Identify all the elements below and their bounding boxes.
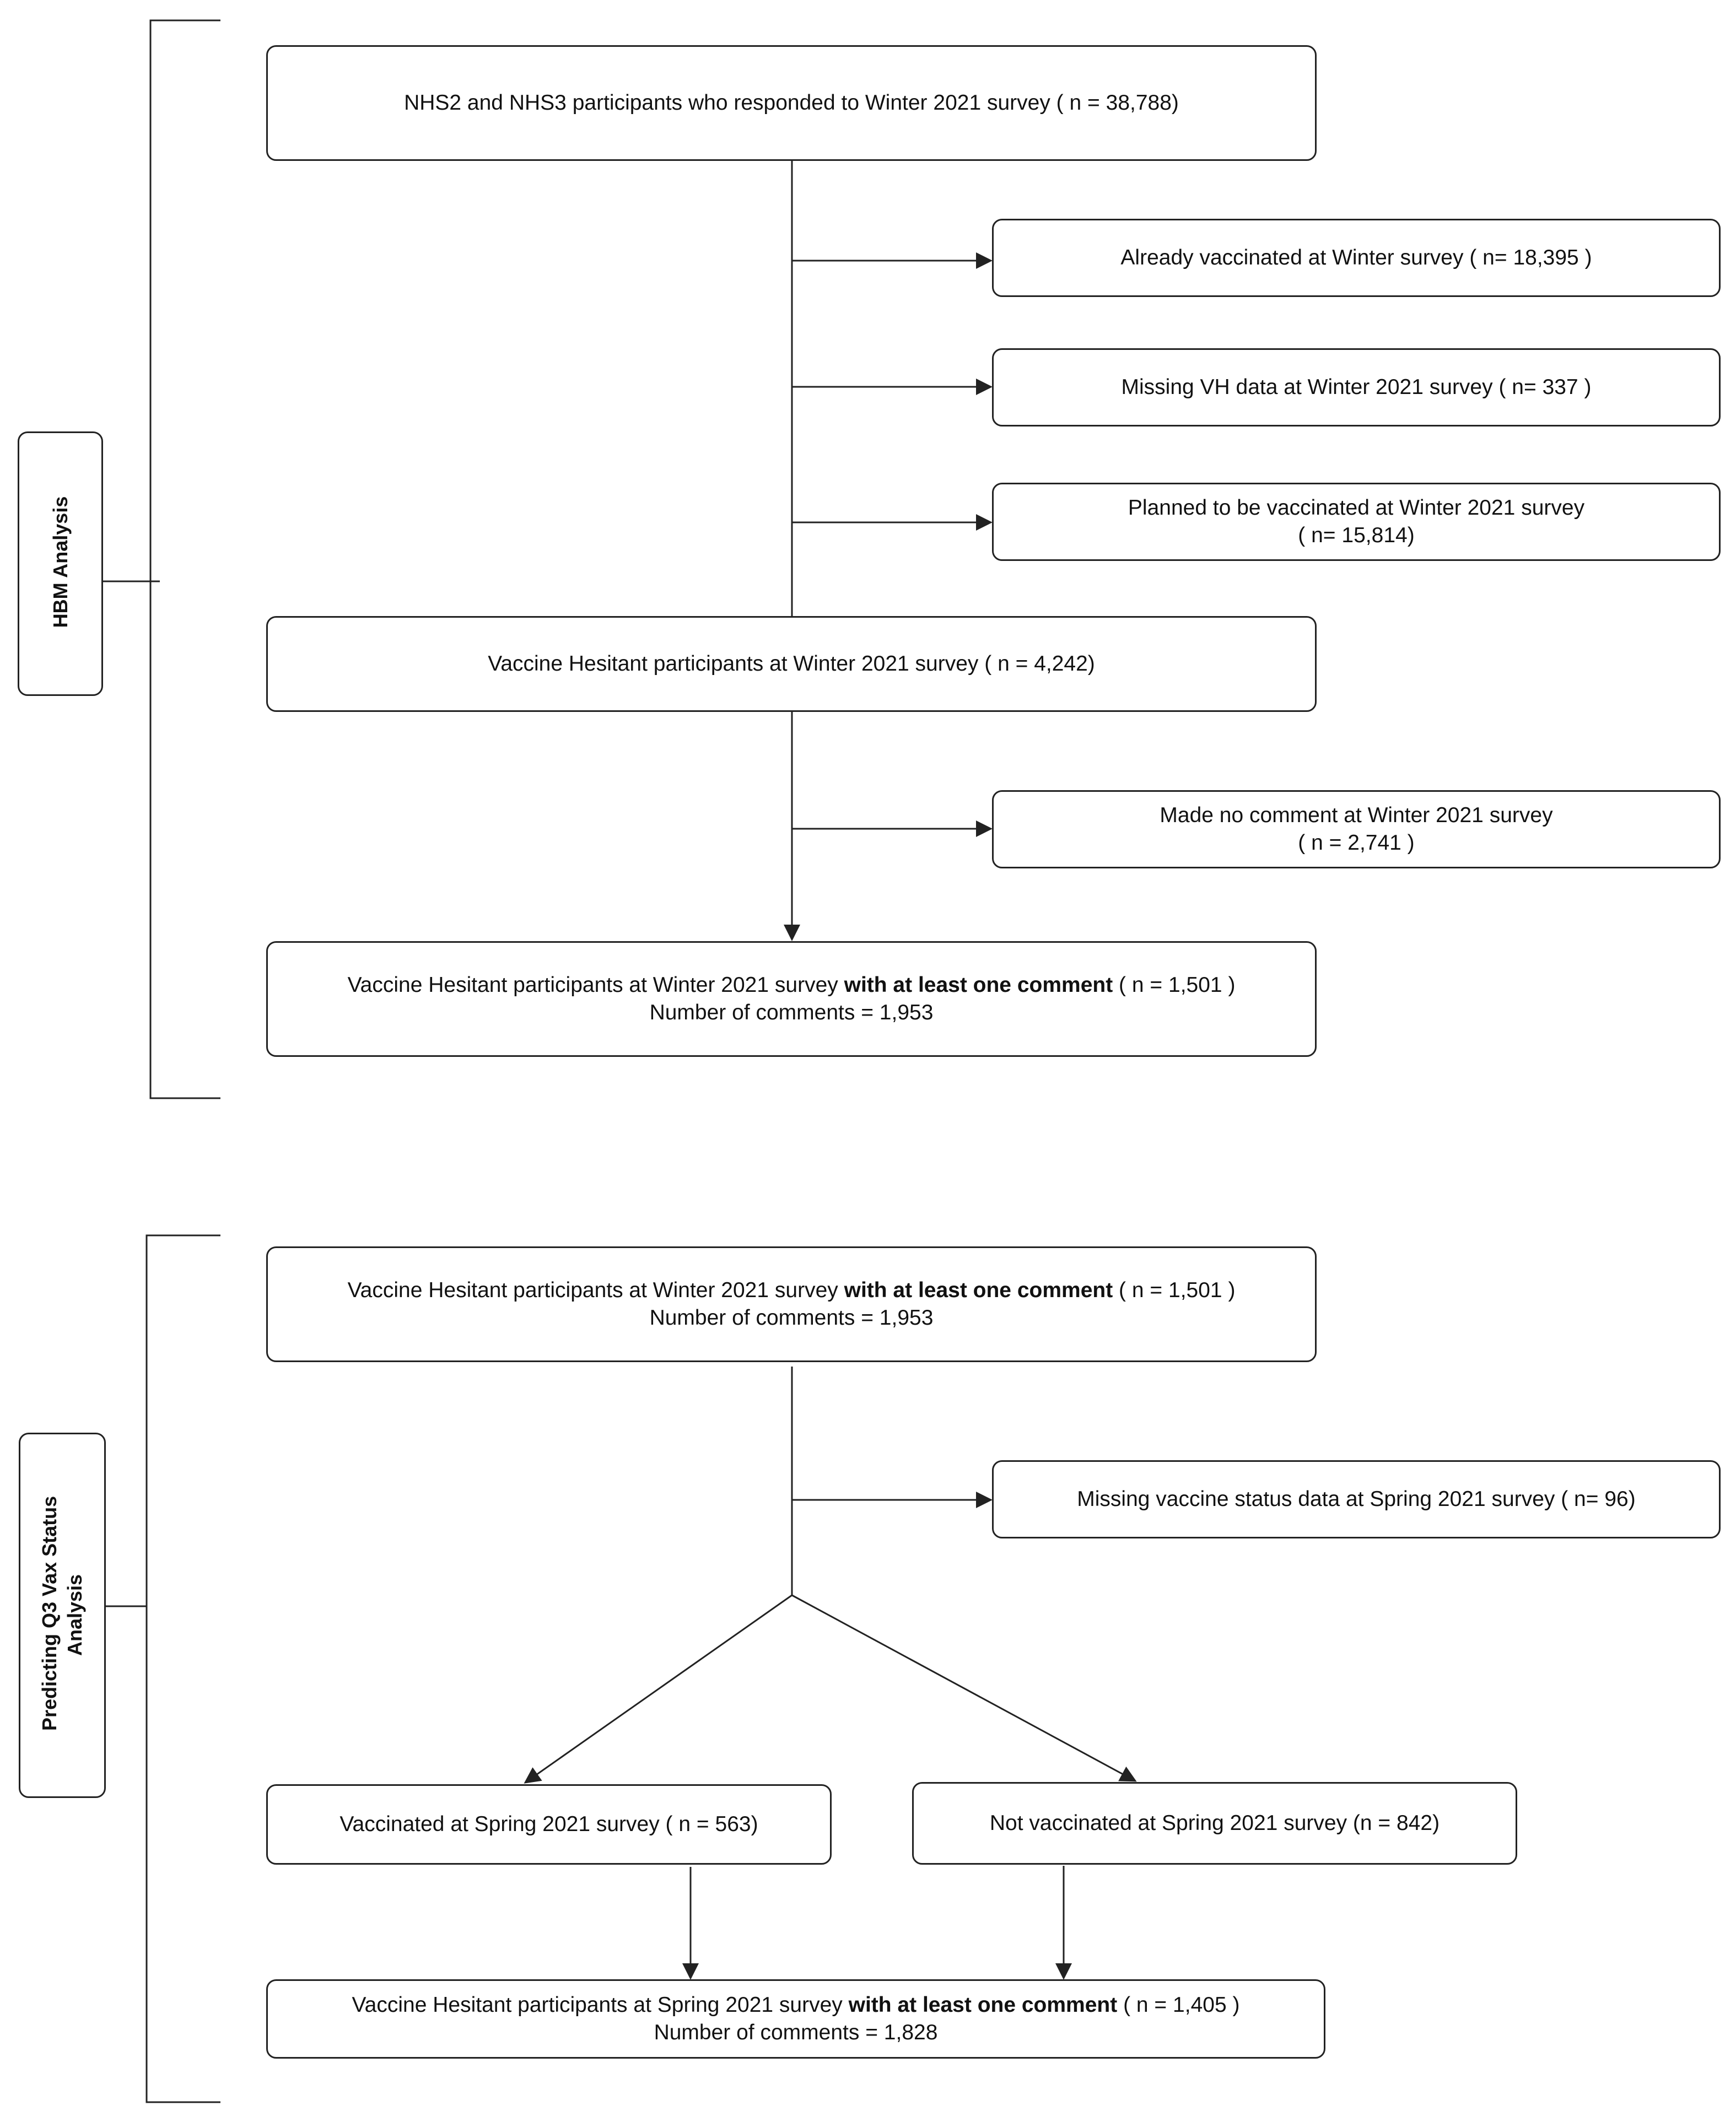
- hbm-analysis-label: HBM Analysis: [49, 496, 72, 628]
- q3-bracket: [145, 1234, 220, 2103]
- hbm-analysis-label-box: [18, 431, 103, 696]
- box-not-vaccinated-spring-text: Not vaccinated at Spring 2021 survey (n …: [989, 1811, 1440, 1835]
- q3-analysis-label-box: [19, 1433, 106, 1798]
- box-vh-with-comment-q3-line2: Number of comments = 1,953: [649, 1306, 934, 1330]
- box-vh-spring-with-comment: Vaccine Hesitant participants at Spring …: [266, 1979, 1325, 2059]
- hbm-bracket: [149, 19, 220, 1099]
- q3-analysis-label: Predicting Q3 Vax Status Analysis: [37, 1495, 88, 1731]
- box-planned-line1: Planned to be vaccinated at Winter 2021 …: [1128, 496, 1585, 520]
- box-missing-status-text: Missing vaccine status data at Spring 20…: [1077, 1487, 1636, 1511]
- box-vh-spring-with-comment-line1: Vaccine Hesitant participants at Spring …: [352, 1991, 1240, 2019]
- box-missing-vh: Missing VH data at Winter 2021 survey ( …: [992, 348, 1721, 426]
- vh-comment-post-q3: ( n = 1,501 ): [1113, 1278, 1236, 1302]
- q3-analysis-label-line2: Analysis: [63, 1574, 86, 1656]
- box-no-comment-line2: ( n = 2,741 ): [1298, 831, 1415, 855]
- spring-comment-bold: with at least one comment: [848, 1993, 1118, 2017]
- arrow-to-vaccinated: [524, 1594, 792, 1784]
- box-planned-line2: ( n= 15,814): [1298, 523, 1415, 547]
- arrow-to-not-vaccinated: [791, 1594, 1137, 1782]
- box-vh-with-comment-hbm-line1: Vaccine Hesitant participants at Winter …: [348, 971, 1236, 999]
- box-vh-with-comment-hbm-line2: Number of comments = 1,953: [649, 1001, 934, 1024]
- spring-comment-pre: Vaccine Hesitant participants at Spring …: [352, 1993, 849, 2017]
- box-vaccine-hesitant-winter: Vaccine Hesitant participants at Winter …: [266, 616, 1317, 712]
- box-already-vaccinated-text: Already vaccinated at Winter survey ( n=…: [1120, 246, 1592, 269]
- box-not-vaccinated-spring: Not vaccinated at Spring 2021 survey (n …: [912, 1782, 1517, 1865]
- box-missing-vh-text: Missing VH data at Winter 2021 survey ( …: [1121, 375, 1592, 399]
- box-vh-with-comment-q3-line1: Vaccine Hesitant participants at Winter …: [348, 1277, 1236, 1304]
- box-vh-with-comment-hbm: Vaccine Hesitant participants at Winter …: [266, 941, 1317, 1057]
- box-no-comment: Made no comment at Winter 2021 survey ( …: [992, 790, 1721, 868]
- box-winter-participants-text: NHS2 and NHS3 participants who responded…: [404, 91, 1179, 115]
- box-vh-with-comment-q3: Vaccine Hesitant participants at Winter …: [266, 1246, 1317, 1362]
- box-missing-status: Missing vaccine status data at Spring 20…: [992, 1460, 1721, 1538]
- box-winter-participants: NHS2 and NHS3 participants who responded…: [266, 45, 1317, 161]
- box-planned-vaccinated: Planned to be vaccinated at Winter 2021 …: [992, 483, 1721, 561]
- box-vh-spring-with-comment-line2: Number of comments = 1,828: [654, 2021, 938, 2044]
- vh-comment-bold: with at least one comment: [844, 973, 1113, 997]
- vh-comment-post: ( n = 1,501 ): [1113, 973, 1236, 997]
- spring-comment-post: ( n = 1,405 ): [1117, 1993, 1240, 2017]
- box-vaccinated-spring-text: Vaccinated at Spring 2021 survey ( n = 5…: [339, 1812, 758, 1836]
- vh-comment-pre-q3: Vaccine Hesitant participants at Winter …: [347, 1278, 844, 1302]
- box-already-vaccinated: Already vaccinated at Winter survey ( n=…: [992, 219, 1721, 297]
- vh-comment-pre: Vaccine Hesitant participants at Winter …: [347, 973, 844, 997]
- q3-analysis-label-line1: Predicting Q3 Vax Status: [38, 1495, 61, 1731]
- vh-comment-bold-q3: with at least one comment: [844, 1278, 1113, 1302]
- box-vaccinated-spring: Vaccinated at Spring 2021 survey ( n = 5…: [266, 1784, 832, 1865]
- box-no-comment-line1: Made no comment at Winter 2021 survey: [1160, 803, 1553, 827]
- box-vaccine-hesitant-winter-text: Vaccine Hesitant participants at Winter …: [488, 652, 1095, 676]
